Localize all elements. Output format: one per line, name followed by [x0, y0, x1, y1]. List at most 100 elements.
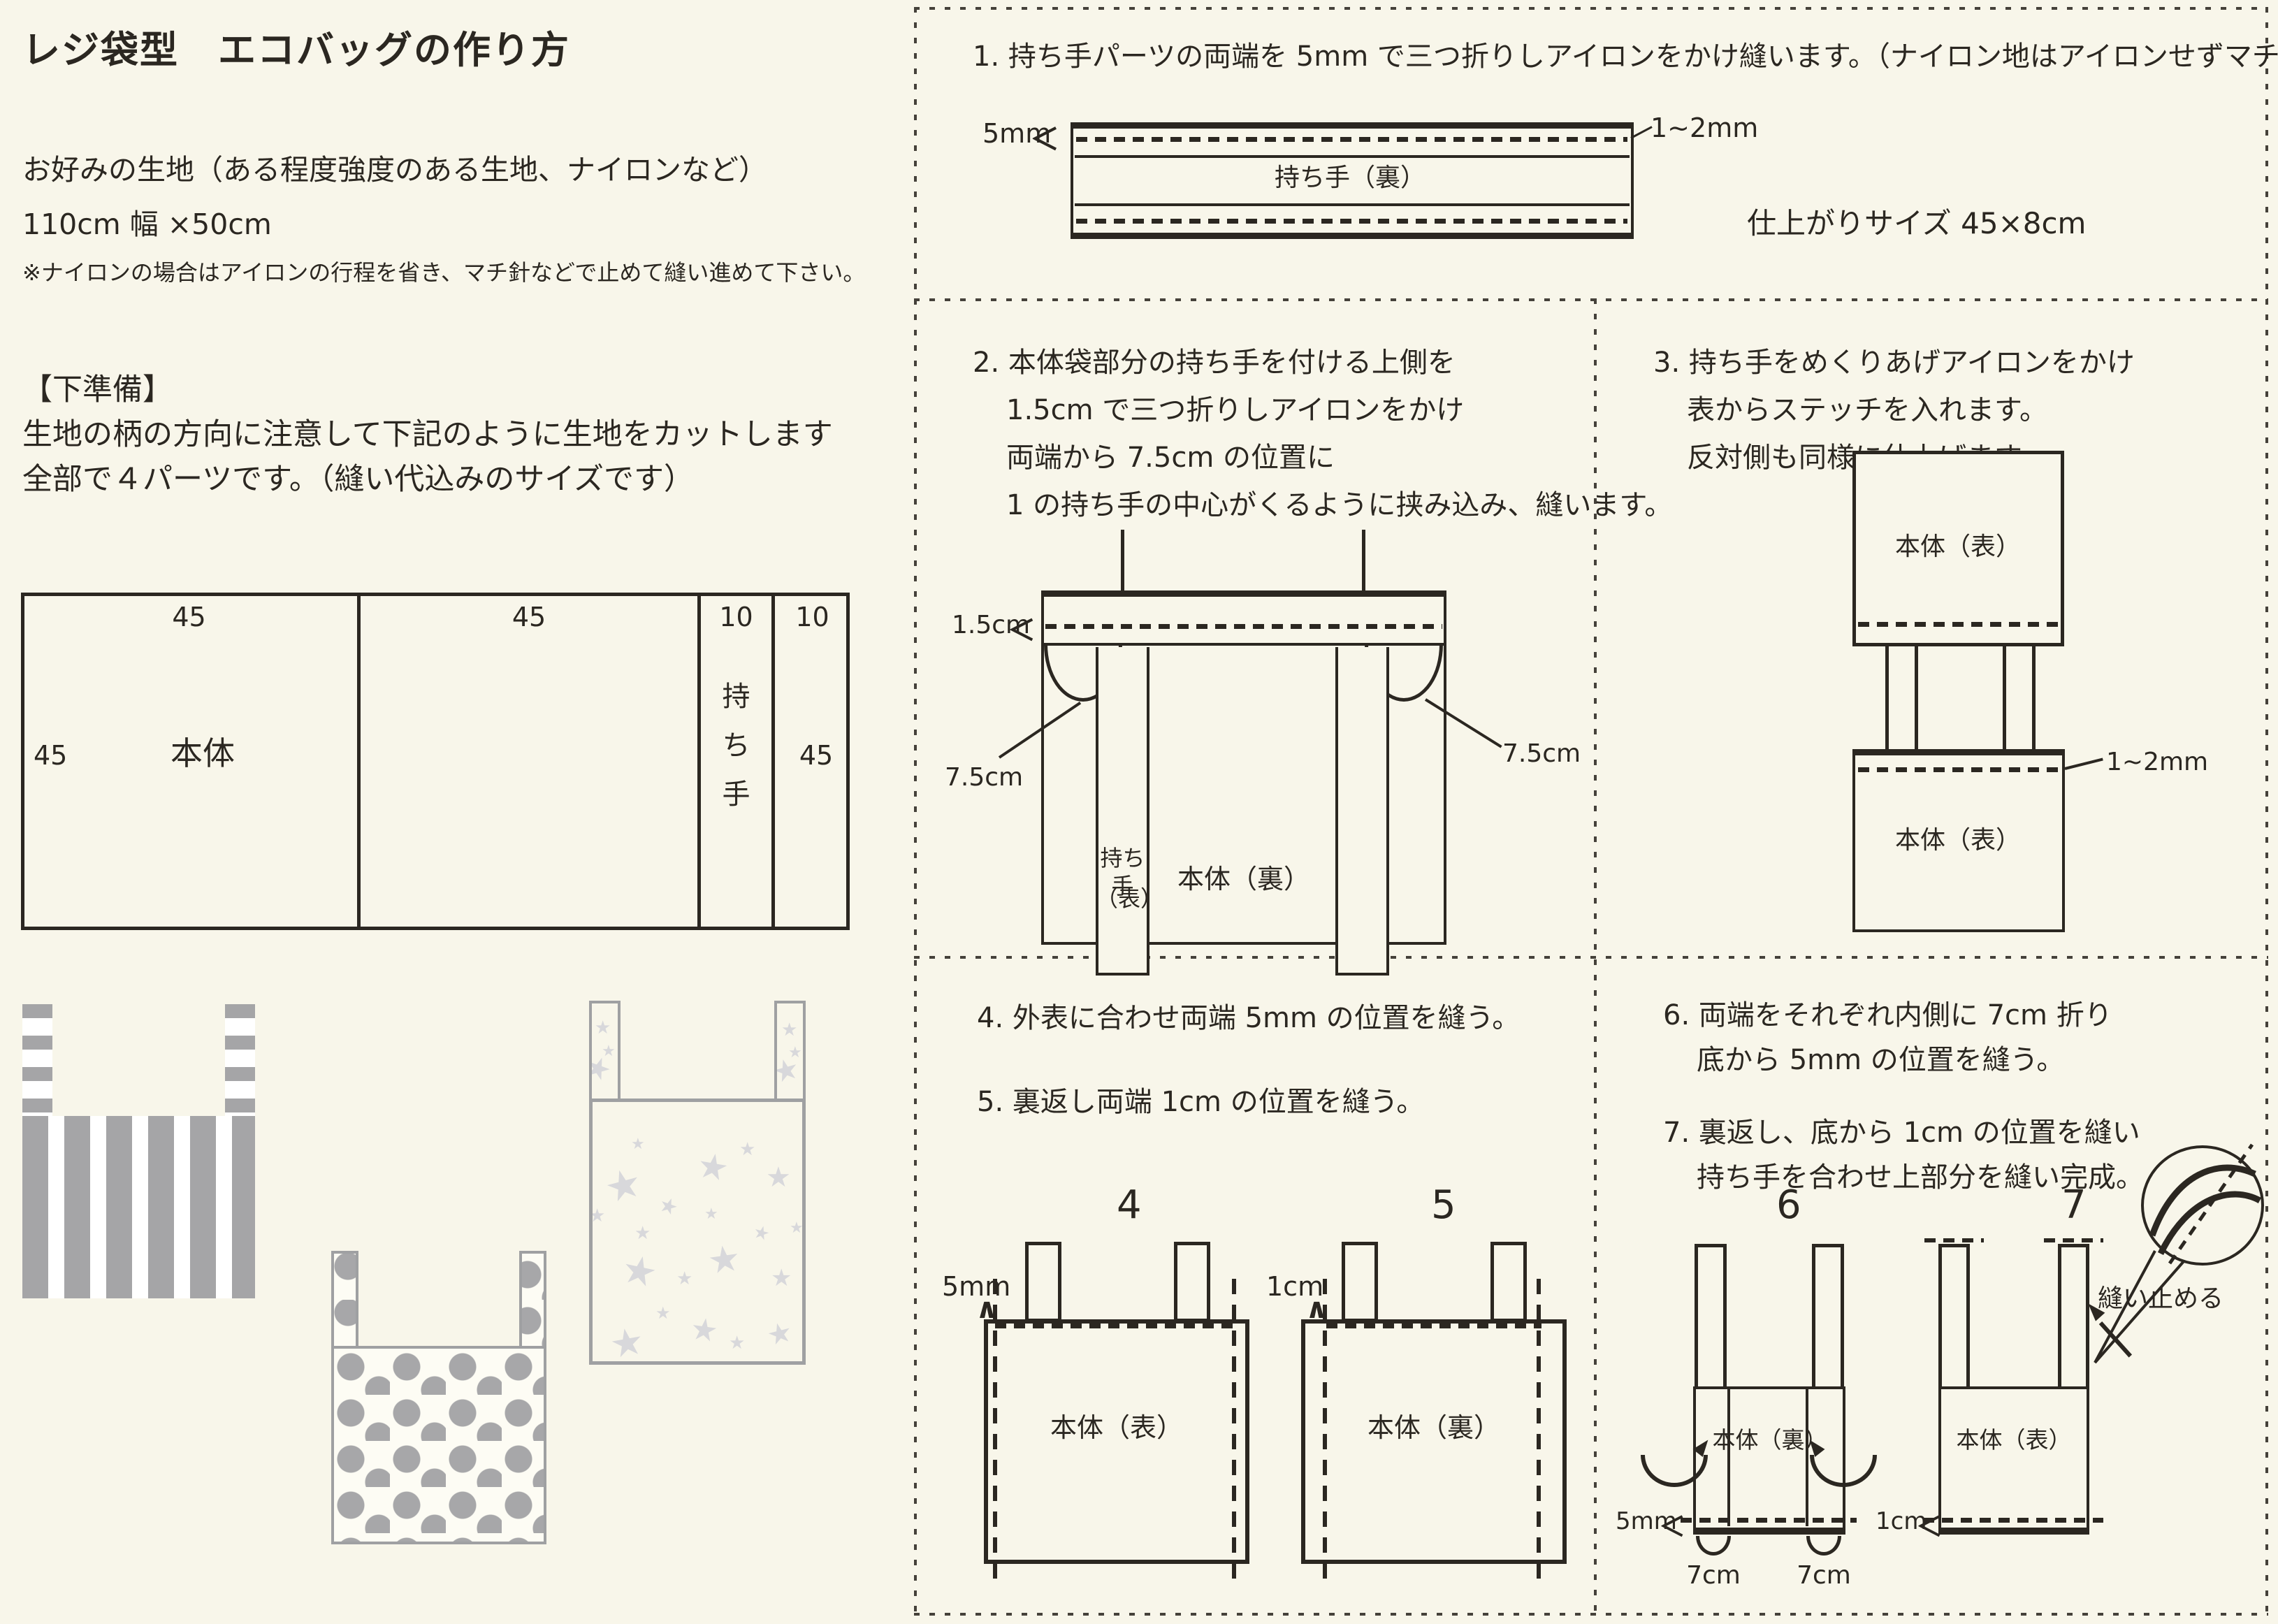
- diagram7-strap-right: [2058, 1244, 2089, 1389]
- detail-balloon: [2094, 1143, 2264, 1364]
- striped-bag-handle-left: [22, 1004, 52, 1117]
- star-icon: ★: [729, 1333, 746, 1354]
- star-icon: ★: [655, 1303, 671, 1323]
- step6-line2: 底から 5mm の位置を縫う。: [1697, 1044, 2065, 1076]
- step1-5mm-label: 5mm: [982, 118, 1052, 149]
- diagram5-seam-right: [1537, 1279, 1541, 1581]
- intro-line-1: お好みの生地（ある程度強度のある生地、ナイロンなど）: [22, 153, 767, 187]
- step3-line1: 3. 持ち手をめくりあげアイロンをかけ: [1653, 347, 2135, 379]
- intro-line-2: 110cm 幅 ×50cm: [22, 208, 272, 241]
- star-icon: ★: [790, 1219, 804, 1237]
- step7-line1: 7. 裏返し、底から 1cm の位置を縫い: [1663, 1117, 2140, 1149]
- star-icon: ★: [704, 1205, 718, 1223]
- panel-divider-vertical: [1594, 298, 1597, 1613]
- star-icon: ★: [705, 1237, 743, 1283]
- step2-line1: 2. 本体袋部分の持ち手を付ける上側を: [973, 347, 1456, 379]
- up-chevron-icon: ∧: [1305, 1293, 1328, 1325]
- diagram6-7cm-arc-left: [1696, 1536, 1731, 1556]
- cut-divider-1: [357, 593, 361, 930]
- diagram6-strap-left: [1695, 1244, 1727, 1389]
- star-icon: ★: [606, 1318, 648, 1365]
- step3-upper-body: [1852, 451, 2064, 646]
- diagram6-strap-right: [1812, 1244, 1844, 1389]
- star-icon: ★: [676, 1268, 693, 1289]
- star-icon: ★: [617, 1245, 662, 1298]
- step3-lower-body: [1852, 749, 2065, 932]
- diagram6-number: 6: [1776, 1182, 1801, 1228]
- diagram4-5mm-label: 5mm: [942, 1271, 1011, 1302]
- diagram5-strap-left: [1342, 1242, 1378, 1322]
- cut-col4-width: 10: [795, 602, 829, 632]
- step1-12mm-label: 1~2mm: [1651, 113, 1759, 143]
- diagram7-body-label: 本体（表）: [1956, 1426, 2072, 1453]
- star-icon: ★: [771, 1264, 792, 1292]
- cut-col1-width: 45: [172, 602, 206, 632]
- polka-bag-handle-right: [519, 1251, 546, 1349]
- cut-handle-char-3: 手: [722, 778, 750, 811]
- step3-12mm-label: 1~2mm: [2106, 748, 2209, 776]
- prep-line-2: 全部で４パーツです。（縫い代込みのサイズです）: [22, 462, 695, 497]
- diagram5-body: [1301, 1319, 1567, 1564]
- page-title: レジ袋型 エコバッグの作り方: [22, 28, 570, 72]
- diagram5-body-label: 本体（裏）: [1367, 1412, 1500, 1443]
- left-chevron-icon: ＜: [1008, 615, 1036, 647]
- left-chevron-icon: ＜: [1659, 1511, 1686, 1542]
- left-chevron-icon: ＜: [1916, 1511, 1943, 1542]
- prep-line-1: 生地の柄の方向に注意して下記のように生地をカットします: [22, 417, 833, 452]
- step2-line4: 1 の持ち手の中心がくるように挟み込み、縫います。: [1006, 489, 1673, 521]
- step3-lower-body-label: 本体（表）: [1894, 826, 2021, 855]
- cut-body-label: 本体: [171, 734, 235, 772]
- diagram5-seam-left: [1323, 1279, 1327, 1581]
- prep-heading: 【下準備】: [22, 372, 173, 407]
- panel-divider-top: [914, 298, 2268, 301]
- step1-text: 1. 持ち手パーツの両端を 5mm で三つ折りしアイロンをかけ縫います。（ナイロ…: [973, 41, 2278, 73]
- diagram4-strap-right: [1174, 1242, 1210, 1322]
- panel-divider-middle: [914, 956, 2268, 959]
- diagram4-body-label: 本体（表）: [1050, 1412, 1183, 1443]
- cut-col3-width: 10: [719, 602, 753, 632]
- diagram6-7cm-right-label: 7cm: [1797, 1561, 1851, 1590]
- diagram6-fold-right: [1806, 1389, 1808, 1526]
- diagram4-strap-left: [1025, 1242, 1061, 1322]
- step2-line3: 両端から 7.5cm の位置に: [1006, 442, 1335, 474]
- step2-strap-right: [1335, 647, 1389, 976]
- striped-bag-handle-right: [225, 1004, 255, 1117]
- polka-bag-handle-left: [331, 1251, 358, 1349]
- star-icon: ★: [763, 1315, 796, 1353]
- diagram4-body: [984, 1319, 1249, 1564]
- nylon-note: ※ナイロンの場合はアイロンの行程を省き、マチ針などで止めて縫い進めて下さい。: [22, 259, 866, 286]
- step5-text: 5. 裏返し両端 1cm の位置を縫う。: [977, 1086, 1425, 1118]
- step3-upper-body-label: 本体（表）: [1894, 532, 2021, 561]
- step2-75cm-left-label: 7.5cm: [945, 763, 1024, 792]
- cut-left-height: 45: [34, 740, 68, 771]
- diagram7-1cm-label: 1cm: [1876, 1507, 1927, 1535]
- diagram5-number: 5: [1431, 1182, 1456, 1228]
- cut-col2-width: 45: [512, 602, 546, 632]
- polka-bag-body: [331, 1346, 546, 1544]
- step7-line2: 持ち手を合わせ上部分を縫い完成。: [1697, 1161, 2144, 1194]
- star-icon: ★: [600, 1157, 647, 1213]
- star-icon: ★: [766, 1161, 791, 1194]
- star-icon: ★: [739, 1139, 756, 1160]
- up-chevron-icon: ∧: [975, 1293, 999, 1325]
- diagram4-seam-right: [1232, 1279, 1236, 1581]
- cut-divider-2: [697, 593, 701, 930]
- diagram7-body: [1938, 1386, 2089, 1535]
- left-chevron-icon: ＜: [1030, 122, 1060, 157]
- step3-pointer-line: [2064, 757, 2103, 770]
- star-bag-handle-left: ★★★: [589, 1001, 621, 1102]
- step2-strap-label-line1: 持ち手: [1100, 845, 1145, 899]
- diagram6-7cm-left-label: 7cm: [1686, 1561, 1741, 1590]
- cut-divider-3: [771, 593, 775, 930]
- step2-strap-left: [1096, 647, 1149, 976]
- diagram5-1cm-label: 1cm: [1266, 1271, 1324, 1302]
- diagram6-5mm-label: 5mm: [1616, 1507, 1677, 1535]
- star-icon: ★: [634, 1223, 651, 1244]
- diagram4-number: 4: [1117, 1182, 1142, 1228]
- step1-finished-size: 仕上がりサイズ 45×8cm: [1747, 206, 2087, 240]
- cut-handle-char-1: 持: [722, 681, 750, 713]
- diagram6-fold-left: [1727, 1389, 1730, 1526]
- star-icon: ★: [602, 1043, 616, 1060]
- step2-body-label: 本体（裏）: [1177, 864, 1310, 894]
